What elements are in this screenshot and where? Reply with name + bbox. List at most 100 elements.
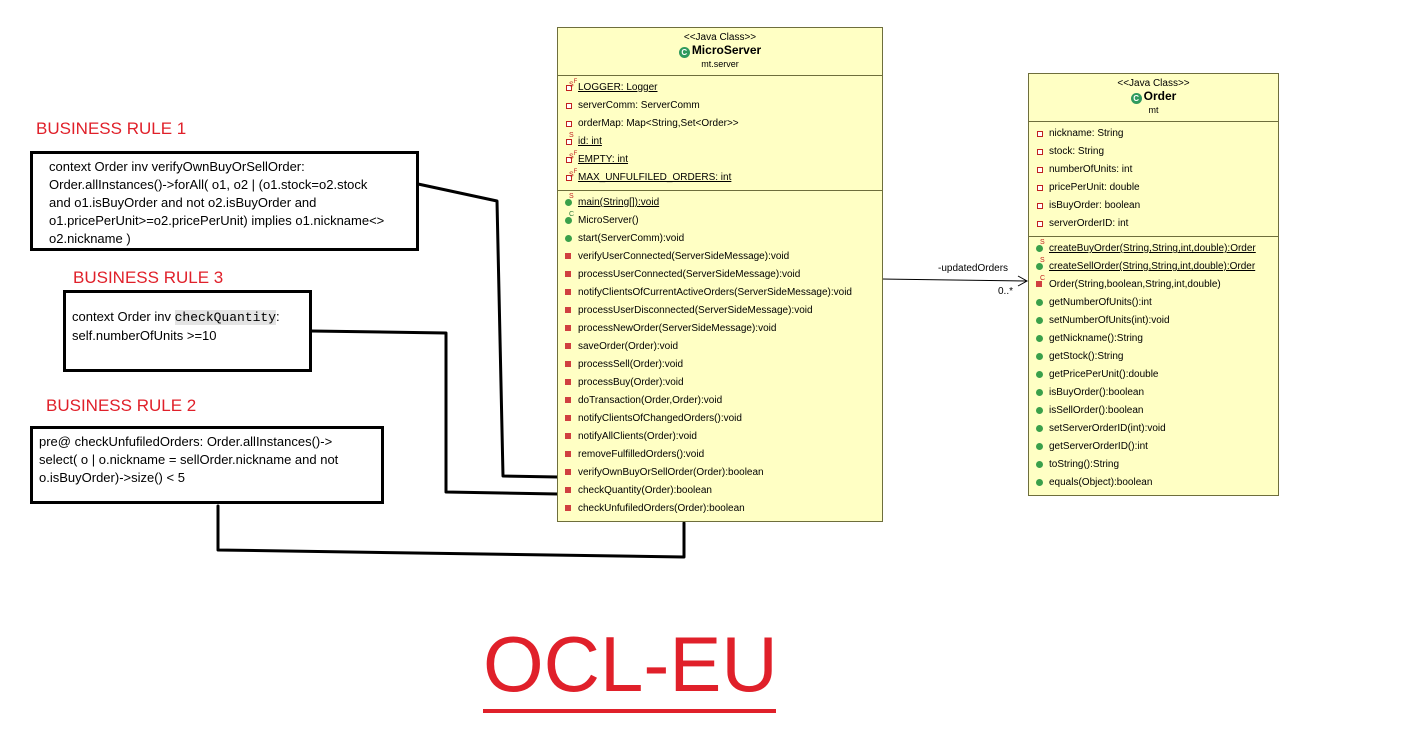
member-text: doTransaction(Order,Order):void bbox=[578, 395, 723, 406]
private-method-icon bbox=[564, 322, 574, 334]
class-member[interactable]: getNumberOfUnits():int bbox=[1029, 294, 1278, 312]
association-arrowhead bbox=[1017, 275, 1029, 287]
rule1-line: context Order inv verifyOwnBuyOrSellOrde… bbox=[49, 159, 305, 174]
member-text: createBuyOrder(String,String,int,double)… bbox=[1049, 243, 1256, 254]
member-text: processNewOrder(ServerSideMessage):void bbox=[578, 323, 777, 334]
class-member[interactable]: processSell(Order):void bbox=[558, 356, 882, 374]
class-member[interactable]: getNickname():String bbox=[1029, 330, 1278, 348]
public-method-icon bbox=[1035, 314, 1045, 326]
class-member[interactable]: processUserDisconnected(ServerSideMessag… bbox=[558, 302, 882, 320]
member-text: nickname: String bbox=[1049, 128, 1124, 139]
class-member[interactable]: getServerOrderID():int bbox=[1029, 438, 1278, 456]
class-member[interactable]: removeFulfilledOrders():void bbox=[558, 446, 882, 464]
class-member[interactable]: doTransaction(Order,Order):void bbox=[558, 392, 882, 410]
rule1-line: o1.pricePerUnit>=o2.pricePerUnit) implie… bbox=[49, 213, 385, 228]
member-text: id: int bbox=[578, 136, 602, 147]
association-role: -updatedOrders bbox=[938, 263, 1009, 274]
class-member[interactable]: start(ServerComm):void bbox=[558, 230, 882, 248]
class-member[interactable]: equals(Object):boolean bbox=[1029, 474, 1278, 492]
class-member[interactable]: notifyAllClients(Order):void bbox=[558, 428, 882, 446]
rule2-connector bbox=[216, 504, 686, 559]
rule1-line: o2.nickname ) bbox=[49, 231, 131, 246]
class-member[interactable]: checkUnfufiledOrders(Order):boolean bbox=[558, 500, 882, 518]
public-method-icon bbox=[1035, 458, 1045, 470]
class-member[interactable]: getPricePerUnit():double bbox=[1029, 366, 1278, 384]
member-text: MicroServer() bbox=[578, 215, 639, 226]
member-text: main(String[]):void bbox=[578, 197, 660, 208]
class-member[interactable]: isBuyOrder: boolean bbox=[1029, 197, 1278, 215]
member-text: removeFulfilledOrders():void bbox=[578, 449, 705, 460]
static-final-field-icon: SF bbox=[564, 169, 577, 183]
class-member[interactable]: notifyClientsOfCurrentActiveOrders(Serve… bbox=[558, 284, 882, 302]
class-member[interactable]: setServerOrderID(int):void bbox=[1029, 420, 1278, 438]
member-text: notifyClientsOfCurrentActiveOrders(Serve… bbox=[578, 287, 852, 298]
member-text: getNumberOfUnits():int bbox=[1049, 297, 1152, 308]
class-member[interactable]: toString():String bbox=[1029, 456, 1278, 474]
member-text: numberOfUnits: int bbox=[1049, 164, 1133, 175]
public-method-icon bbox=[1035, 476, 1045, 488]
class-member[interactable]: numberOfUnits: int bbox=[1029, 161, 1278, 179]
class-member[interactable]: stock: String bbox=[1029, 143, 1278, 161]
public-method-icon bbox=[1035, 440, 1045, 452]
member-text: saveOrder(Order):void bbox=[578, 341, 679, 352]
member-text: MAX_UNFULFILED_ORDERS: int bbox=[578, 172, 732, 183]
class-member[interactable]: processNewOrder(ServerSideMessage):void bbox=[558, 320, 882, 338]
private-field-icon bbox=[1035, 145, 1045, 157]
class-member[interactable]: orderMap: Map<String,Set<Order>> bbox=[558, 115, 882, 133]
class-member[interactable]: checkQuantity(Order):boolean bbox=[558, 482, 882, 500]
microserver-package: mt.server bbox=[701, 59, 739, 69]
class-icon: C bbox=[678, 47, 690, 58]
rule3-title: BUSINESS RULE 3 bbox=[73, 268, 224, 287]
rule3-line1-code: checkQuantity bbox=[174, 310, 277, 325]
class-member[interactable]: verifyOwnBuyOrSellOrder(Order):boolean bbox=[558, 464, 882, 482]
class-member[interactable]: verifyUserConnected(ServerSideMessage):v… bbox=[558, 248, 882, 266]
private-method-icon bbox=[564, 304, 574, 316]
private-field-icon bbox=[1035, 217, 1045, 229]
class-member[interactable]: saveOrder(Order):void bbox=[558, 338, 882, 356]
class-member[interactable]: pricePerUnit: double bbox=[1029, 179, 1278, 197]
rule2-line: select( o | o.nickname = sellOrder.nickn… bbox=[39, 452, 339, 467]
class-member[interactable]: serverComm: ServerComm bbox=[558, 97, 882, 115]
class-member[interactable]: processUserConnected(ServerSideMessage):… bbox=[558, 266, 882, 284]
public-static-method-icon: S bbox=[564, 193, 574, 208]
private-field-icon bbox=[1035, 163, 1045, 175]
member-text: verifyOwnBuyOrSellOrder(Order):boolean bbox=[578, 467, 764, 478]
public-static-method-icon: S bbox=[1035, 239, 1045, 254]
class-member[interactable]: setNumberOfUnits(int):void bbox=[1029, 312, 1278, 330]
member-text: processSell(Order):void bbox=[578, 359, 684, 370]
private-method-icon bbox=[564, 268, 574, 280]
class-member[interactable]: notifyClientsOfChangedOrders():void bbox=[558, 410, 882, 428]
member-text: isSellOrder():boolean bbox=[1049, 405, 1144, 416]
class-member[interactable]: getStock():String bbox=[1029, 348, 1278, 366]
private-method-icon bbox=[564, 448, 574, 460]
rule3-line1: context Order inv checkQuantity: bbox=[72, 308, 303, 327]
private-constructor-icon: C bbox=[1035, 275, 1045, 290]
class-member[interactable]: nickname: String bbox=[1029, 125, 1278, 143]
class-member[interactable]: isBuyOrder():boolean bbox=[1029, 384, 1278, 402]
public-method-icon bbox=[1035, 296, 1045, 308]
member-text: notifyAllClients(Order):void bbox=[578, 431, 697, 442]
member-text: getServerOrderID():int bbox=[1049, 441, 1148, 452]
private-method-icon bbox=[564, 466, 574, 478]
static-final-field-icon: SF bbox=[564, 79, 577, 93]
order-stereotype: <<Java Class>> bbox=[1117, 78, 1190, 89]
public-method-icon bbox=[1035, 404, 1045, 416]
class-member[interactable]: serverOrderID: int bbox=[1029, 215, 1278, 233]
class-member[interactable]: isSellOrder():boolean bbox=[1029, 402, 1278, 420]
member-text: isBuyOrder: boolean bbox=[1049, 200, 1141, 211]
class-member[interactable]: processBuy(Order):void bbox=[558, 374, 882, 392]
member-text: start(ServerComm):void bbox=[578, 233, 685, 244]
microserver-stereotype: <<Java Class>> bbox=[683, 32, 757, 43]
